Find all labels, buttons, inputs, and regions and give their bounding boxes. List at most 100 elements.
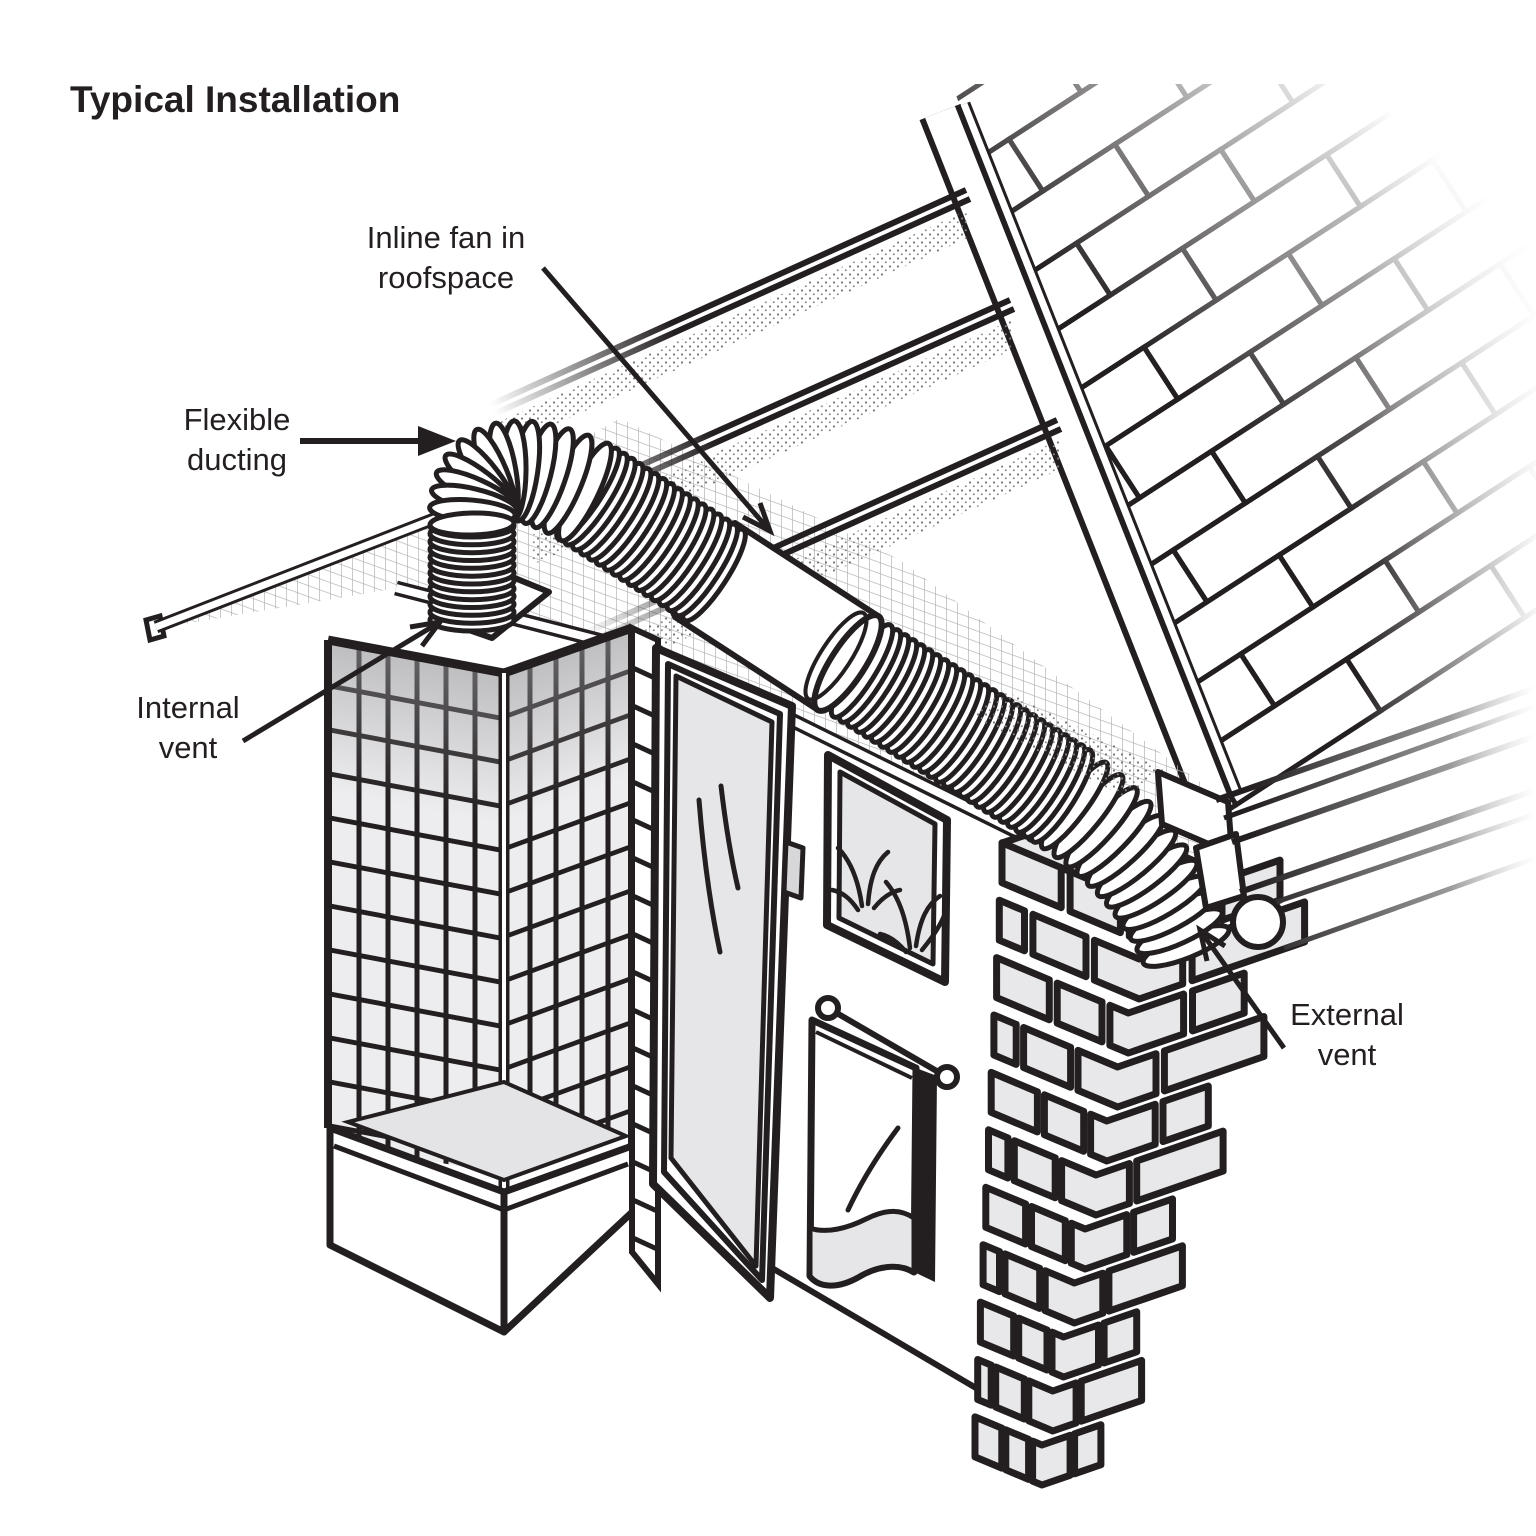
brick xyxy=(1053,979,1106,1046)
inline-fan-arrowhead xyxy=(741,502,775,537)
brick xyxy=(1133,1127,1227,1205)
label-inline-fan-line2: roofspace xyxy=(378,260,514,295)
brick xyxy=(995,896,1028,955)
inline-fan-leader-line xyxy=(541,266,772,533)
panel-rung xyxy=(631,1235,659,1252)
towel-bar xyxy=(826,1005,949,1080)
soffit-corner xyxy=(1193,831,1247,911)
door-glass xyxy=(668,673,775,1269)
brick xyxy=(1015,1314,1051,1374)
brick xyxy=(1010,1137,1059,1202)
tile-grid-line xyxy=(504,843,632,896)
towel-hem xyxy=(807,1208,917,1288)
figure-title: Typical Installation xyxy=(70,79,400,120)
brick xyxy=(1058,1157,1133,1219)
eaves-assembly xyxy=(972,685,1536,951)
shower-tray-rim xyxy=(333,1143,629,1213)
brick xyxy=(1159,1082,1212,1146)
door-handle xyxy=(781,839,806,901)
eaves-lines xyxy=(1215,685,1536,951)
towel-shadow-edge xyxy=(914,1068,937,1282)
tile-grid-line xyxy=(330,1035,504,1074)
brick xyxy=(1071,1421,1105,1478)
towel-fold-line xyxy=(845,1125,901,1213)
brick xyxy=(1020,1024,1075,1091)
shower-tray-floor xyxy=(341,1079,632,1183)
brick xyxy=(1077,1356,1146,1425)
rafter-shading xyxy=(492,210,968,453)
brick xyxy=(1067,1211,1131,1273)
brick xyxy=(1041,1267,1107,1327)
label-external-vent-line1: External xyxy=(1290,997,1404,1032)
flexible-duct xyxy=(427,418,748,634)
glass-door xyxy=(649,644,806,1302)
brick xyxy=(976,1298,1018,1360)
label-external-vent-line2: vent xyxy=(1318,1037,1377,1072)
duct-ring xyxy=(427,510,517,538)
label-internal-vent-line1: Internal xyxy=(136,690,239,725)
glass-reflection xyxy=(696,797,723,955)
brick xyxy=(1100,1308,1141,1367)
roof-tile xyxy=(1297,0,1475,4)
brick xyxy=(1002,1426,1033,1483)
label-internal-vent-line2: vent xyxy=(159,730,218,765)
label-inline-fan-line1: Inline fan in xyxy=(367,220,526,255)
tile-grid-line xyxy=(504,931,632,984)
towel-hook xyxy=(815,995,841,1021)
label-flexible-ducting: Flexible ducting xyxy=(184,402,456,477)
gutter-end xyxy=(1230,894,1286,950)
towel-rail xyxy=(806,995,960,1289)
plant-sketch xyxy=(829,845,947,955)
tile-grid-line xyxy=(330,903,504,942)
brick xyxy=(1029,910,1090,981)
towel-top-line xyxy=(815,1030,913,1080)
flexible-ducting-arrowhead xyxy=(418,426,456,456)
roof-tile xyxy=(1403,0,1536,9)
brick xyxy=(1160,1013,1268,1095)
fan-right-inner-rim xyxy=(803,610,869,702)
brick xyxy=(1001,1250,1044,1312)
label-inline-fan: Inline fan in roofspace xyxy=(367,220,775,537)
roof-tile xyxy=(1509,0,1536,14)
roof-tile xyxy=(1043,84,1229,96)
verge-board xyxy=(919,101,1243,809)
brick xyxy=(971,1413,1006,1472)
window-glass xyxy=(836,769,938,967)
tile-grid-line xyxy=(504,799,632,852)
brick xyxy=(987,1068,1041,1136)
wall-base-line xyxy=(770,1265,978,1391)
towel-hook xyxy=(934,1064,960,1090)
label-flexible-ducting-line2: ducting xyxy=(187,442,287,477)
door-inner-frame xyxy=(661,661,783,1283)
brick xyxy=(993,954,1053,1024)
ceiling-edge-board xyxy=(143,505,455,644)
brick xyxy=(974,1356,995,1409)
glass-reflection xyxy=(718,783,741,891)
label-external-vent: External vent xyxy=(1196,924,1404,1072)
label-flexible-ducting-line1: Flexible xyxy=(184,402,291,437)
external-vent-arrowhead xyxy=(1196,924,1227,962)
brick xyxy=(990,1011,1020,1068)
roof-tile xyxy=(1149,84,1335,101)
brick xyxy=(985,1126,1012,1182)
tile-grid-line xyxy=(504,1019,632,1072)
internal-vent-leader-line xyxy=(241,619,442,744)
brick xyxy=(1028,1203,1069,1265)
tile-grid-line xyxy=(504,975,632,1028)
tile-grid-line xyxy=(330,991,504,1030)
brick xyxy=(1087,1100,1159,1165)
brick xyxy=(1106,990,1188,1057)
brick xyxy=(979,1241,1003,1296)
panel-rung xyxy=(631,1197,659,1214)
roof-underlay-wedge xyxy=(972,690,1164,797)
brick xyxy=(998,839,1065,912)
bathroom-window xyxy=(823,751,951,986)
label-internal-vent: Internal vent xyxy=(136,618,446,765)
brick xyxy=(1074,1046,1160,1111)
brick xyxy=(982,1183,1030,1248)
brick xyxy=(1040,1091,1088,1155)
brick xyxy=(1105,1242,1186,1315)
rafter xyxy=(492,196,972,417)
